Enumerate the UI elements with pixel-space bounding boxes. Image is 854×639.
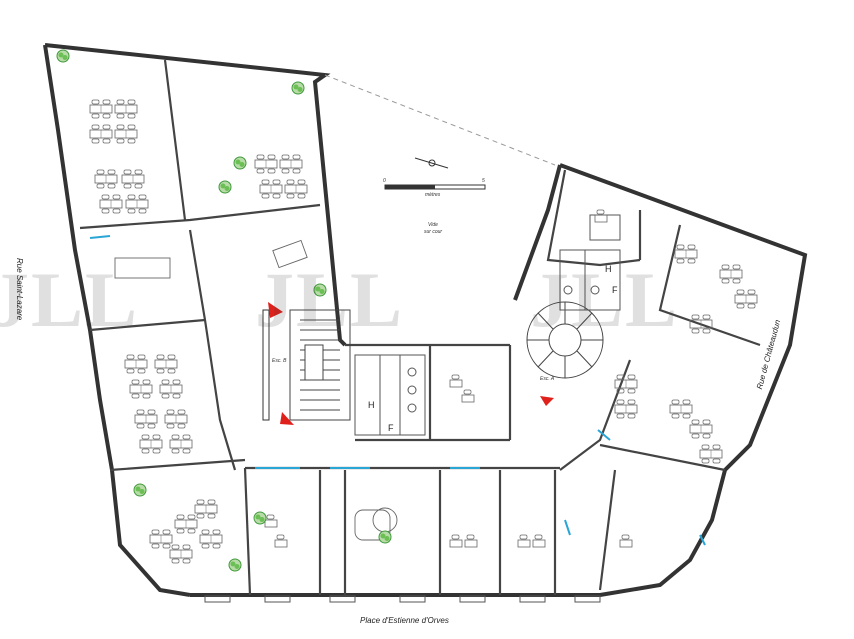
- scale-end-label: 5: [482, 178, 485, 184]
- north-arrow: [414, 157, 449, 169]
- courtyard-boundary: [324, 74, 556, 166]
- facade-windows: [204, 595, 601, 603]
- void-label-1: Vide: [428, 222, 438, 228]
- stair-a: [526, 301, 604, 379]
- stair-b-label: Esc. B: [272, 358, 287, 364]
- glazing: [89, 235, 706, 546]
- wc-f-left-label: F: [388, 423, 394, 433]
- wc-f-right-label: F: [612, 285, 618, 295]
- meeting-tables: [114, 239, 398, 541]
- street-left-label: Rue Saint-Lazare: [15, 258, 24, 321]
- void-label-2: sur cour: [424, 229, 443, 235]
- scale-bar: [384, 184, 486, 190]
- stair-b: [262, 309, 351, 421]
- wc-h-left-label: H: [368, 400, 375, 410]
- stair-arrows: [268, 302, 554, 425]
- street-bottom-label: Place d'Estienne d'Orves: [360, 616, 449, 625]
- wc-h-right-label: H: [605, 264, 612, 274]
- outer-walls: [43, 43, 808, 597]
- workstations: [89, 99, 758, 564]
- scale-start-label: 0: [383, 178, 386, 184]
- stair-a-label: Esc. A: [540, 376, 555, 382]
- scale-unit-label: mètres: [425, 192, 441, 198]
